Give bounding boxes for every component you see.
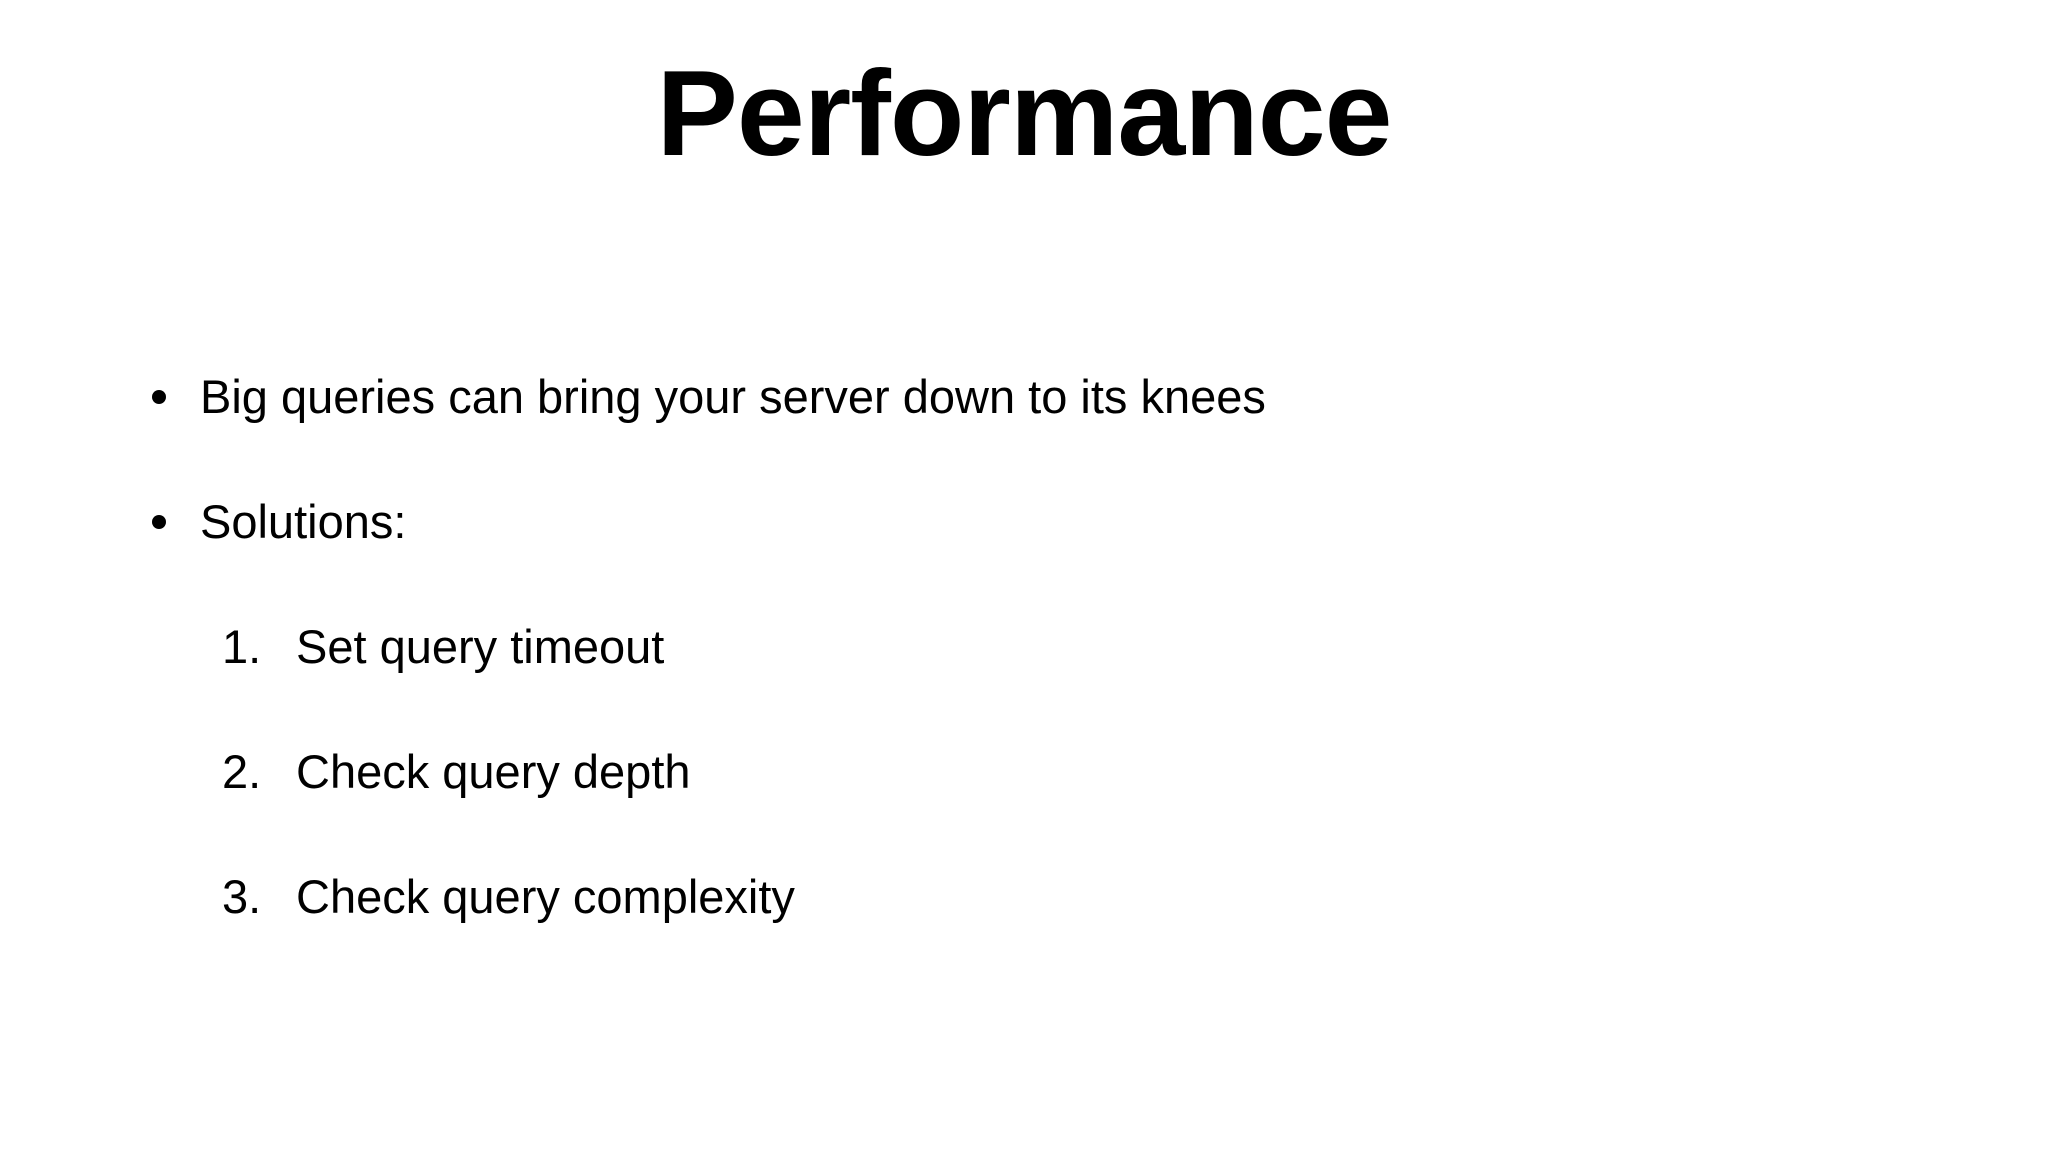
bullet-item-label: Big queries can bring your server down t… bbox=[200, 370, 1266, 423]
bullet-item-label: Solutions: bbox=[200, 495, 407, 548]
bullet-dot-icon bbox=[152, 390, 166, 404]
list-item: Big queries can bring your server down t… bbox=[0, 368, 2048, 493]
page-title: Performance bbox=[656, 45, 1393, 181]
numbered-item-label: Check query complexity bbox=[296, 870, 795, 923]
list-number: 3. bbox=[222, 870, 262, 923]
numbered-list-item: 1. Set query timeout bbox=[0, 618, 2048, 743]
slide-body: Big queries can bring your server down t… bbox=[0, 368, 2048, 993]
list-number: 1. bbox=[222, 620, 262, 673]
list-item: Solutions: bbox=[0, 493, 2048, 618]
numbered-list-item: 3. Check query complexity bbox=[0, 868, 2048, 993]
numbered-list-item: 2. Check query depth bbox=[0, 743, 2048, 868]
bullet-dot-icon bbox=[152, 515, 166, 529]
list-number: 2. bbox=[222, 745, 262, 798]
numbered-item-label: Set query timeout bbox=[296, 620, 665, 673]
numbered-item-label: Check query depth bbox=[296, 745, 691, 798]
